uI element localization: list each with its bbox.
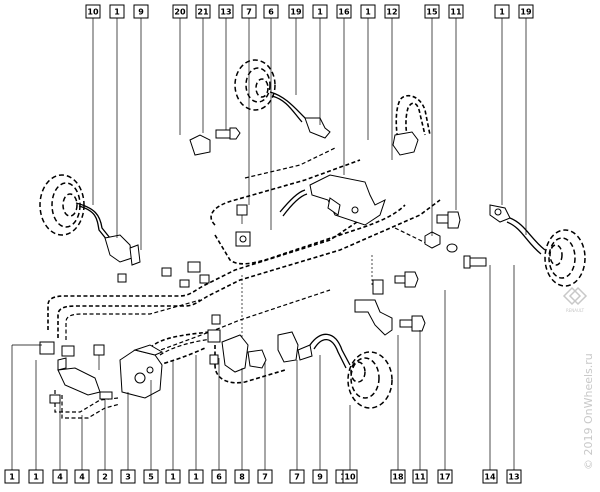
svg-text:6: 6 — [216, 473, 222, 482]
svg-text:15: 15 — [426, 8, 438, 17]
callout-top-9: 19 — [288, 4, 304, 19]
callout-bottom-2: 1 — [28, 469, 44, 484]
svg-text:11: 11 — [450, 8, 462, 17]
callout-top-10: 1 — [312, 4, 328, 19]
svg-text:6: 6 — [268, 8, 274, 17]
callout-bottom-9: 1 — [188, 469, 204, 484]
svg-text:7: 7 — [262, 473, 268, 482]
svg-text:1: 1 — [365, 8, 371, 17]
svg-text:13: 13 — [220, 8, 231, 17]
callout-top-17: 19 — [518, 4, 534, 19]
svg-text:4: 4 — [57, 473, 63, 482]
svg-text:14: 14 — [484, 473, 496, 482]
svg-text:1: 1 — [114, 8, 120, 17]
svg-text:10: 10 — [344, 473, 356, 482]
svg-text:18: 18 — [392, 473, 404, 482]
callout-bottom-20: 17 — [437, 469, 453, 484]
svg-text:© 2019 OnWheels.ru: © 2019 OnWheels.ru — [582, 353, 595, 470]
svg-text:10: 10 — [87, 8, 99, 17]
svg-text:9: 9 — [317, 473, 323, 482]
svg-text:12: 12 — [386, 8, 397, 17]
svg-text:1: 1 — [33, 473, 39, 482]
svg-text:17: 17 — [439, 473, 450, 482]
callout-bottom-22: 13 — [506, 469, 522, 484]
svg-text:5: 5 — [148, 473, 154, 482]
top-callouts: 10 1 9 20 21 13 7 6 19 1 16 1 12 15 11 1… — [85, 4, 534, 19]
callout-top-4: 20 — [172, 4, 188, 19]
callout-top-13: 12 — [384, 4, 400, 19]
bottom-leader-lines — [11, 265, 515, 470]
svg-text:1: 1 — [193, 473, 199, 482]
callout-top-11: 16 — [336, 4, 352, 19]
svg-text:3: 3 — [125, 473, 131, 482]
svg-text:19: 19 — [290, 8, 302, 17]
svg-text:1: 1 — [170, 473, 176, 482]
callout-top-2: 1 — [109, 4, 125, 19]
callout-bottom-10: 6 — [211, 469, 227, 484]
svg-text:7: 7 — [246, 8, 252, 17]
brake-pipes — [47, 94, 441, 384]
callout-top-12: 1 — [360, 4, 376, 19]
callout-top-8: 6 — [263, 4, 279, 19]
callout-top-1: 10 — [85, 4, 101, 19]
svg-text:16: 16 — [338, 8, 350, 17]
bottom-callouts: 1 1 4 4 2 3 5 1 1 6 8 7 7 9 1 10 18 11 1… — [4, 469, 522, 484]
front-left-wheel — [39, 174, 85, 236]
callout-top-16: 1 — [494, 4, 510, 19]
callout-bottom-5: 2 — [97, 469, 113, 484]
svg-text:1: 1 — [499, 8, 505, 17]
svg-text:2: 2 — [102, 473, 108, 482]
callout-bottom-18: 18 — [390, 469, 406, 484]
callout-top-6: 13 — [218, 4, 234, 19]
svg-text:20: 20 — [174, 8, 186, 17]
callout-top-5: 21 — [195, 4, 211, 19]
flexible-hoses — [75, 91, 546, 369]
callout-bottom-14: 9 — [312, 469, 328, 484]
svg-text:7: 7 — [294, 473, 300, 482]
svg-text:13: 13 — [508, 473, 519, 482]
callout-bottom-6: 3 — [120, 469, 136, 484]
callout-bottom-21: 14 — [482, 469, 498, 484]
callout-bottom-17: 10 — [342, 469, 358, 484]
callout-top-3: 9 — [133, 4, 149, 19]
top-leader-lines — [92, 18, 527, 250]
callout-bottom-3: 4 — [52, 469, 68, 484]
components — [39, 117, 511, 419]
svg-text:8: 8 — [239, 473, 245, 482]
callout-bottom-19: 11 — [412, 469, 428, 484]
callout-bottom-13: 7 — [289, 469, 305, 484]
callout-top-7: 7 — [241, 4, 257, 19]
rear-left-wheel — [234, 59, 276, 111]
callout-bottom-1: 1 — [4, 469, 20, 484]
callout-bottom-11: 8 — [234, 469, 250, 484]
front-right-wheel — [544, 229, 586, 287]
callout-top-14: 15 — [424, 4, 440, 19]
svg-text:19: 19 — [520, 8, 532, 17]
callout-bottom-8: 1 — [165, 469, 181, 484]
svg-text:RENAULT: RENAULT — [566, 308, 585, 313]
svg-text:21: 21 — [197, 8, 209, 17]
svg-text:1: 1 — [9, 473, 15, 482]
svg-text:4: 4 — [79, 473, 85, 482]
callout-bottom-7: 5 — [143, 469, 159, 484]
rear-right-wheel — [347, 351, 393, 409]
svg-text:11: 11 — [414, 473, 426, 482]
callout-bottom-4: 4 — [74, 469, 90, 484]
callout-bottom-12: 7 — [257, 469, 273, 484]
svg-text:1: 1 — [317, 8, 323, 17]
renault-logo-icon: RENAULT — [562, 286, 588, 313]
svg-text:9: 9 — [138, 8, 144, 17]
callout-top-15: 11 — [448, 4, 464, 19]
watermark: © 2019 OnWheels.ru — [582, 353, 595, 470]
